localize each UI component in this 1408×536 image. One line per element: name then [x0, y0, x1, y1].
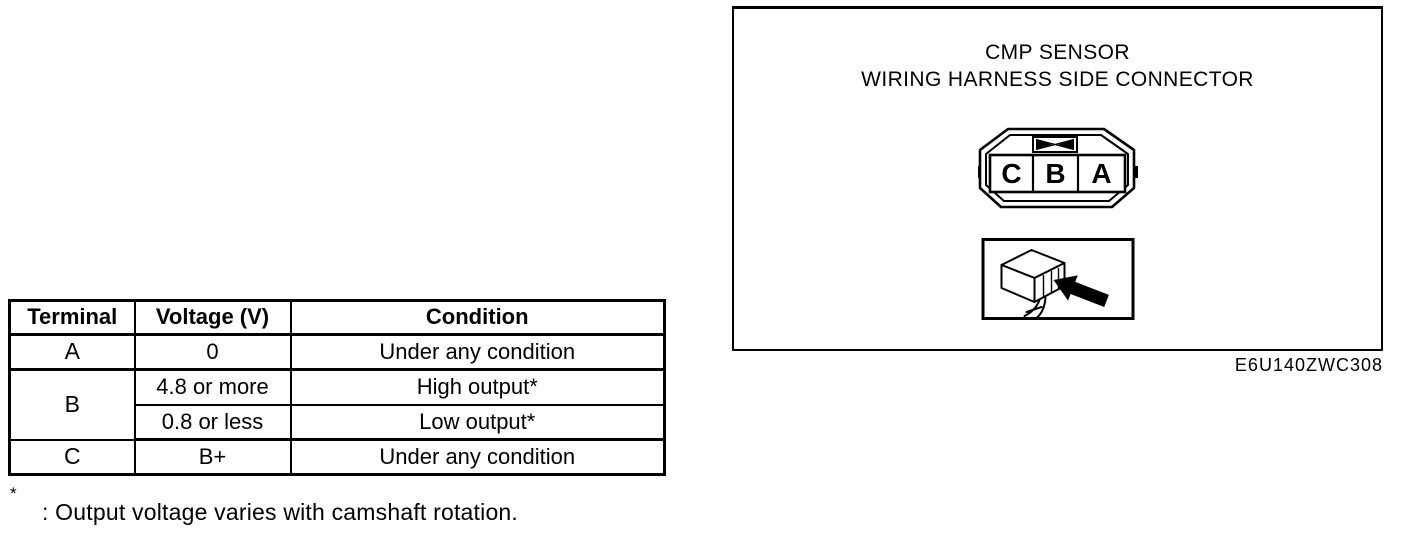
connector-front-view-icon: C B A: [977, 127, 1138, 209]
table-row-terminal-b-low: 0.8 or less Low output*: [10, 403, 666, 441]
cmp-sensor-diagram-panel: CMP SENSOR WIRING HARNESS SIDE CONNECTOR…: [732, 6, 1383, 351]
cell-condition-b-low: Low output*: [289, 403, 666, 441]
cell-voltage-b-low: 0.8 or less: [133, 403, 292, 441]
cell-condition-c: Under any condition: [289, 438, 666, 476]
diagram-title: CMP SENSOR WIRING HARNESS SIDE CONNECTOR: [734, 39, 1381, 93]
terminal-label-b: B: [1045, 158, 1065, 189]
footnote-marker: *: [10, 484, 17, 503]
plug-wires-icon: [1023, 297, 1046, 319]
terminal-voltage-table: Terminal Voltage (V) Condition A 0 Under…: [8, 299, 666, 476]
table-row-terminal-a: A 0 Under any condition: [8, 333, 666, 371]
insertion-arrow-icon: [1053, 275, 1109, 307]
table-header-row: Terminal Voltage (V) Condition: [8, 299, 666, 336]
connector-housing-inner-outline: [984, 134, 1129, 202]
connector-side-tab-right-icon: [1134, 166, 1138, 178]
diagram-title-line2: WIRING HARNESS SIDE CONNECTOR: [861, 68, 1254, 91]
col-header-condition: Condition: [289, 299, 666, 336]
cell-condition-a: Under any condition: [289, 333, 666, 371]
cell-condition-b-high: High output*: [289, 368, 666, 406]
connector-latch-icon: [1031, 136, 1078, 153]
col-header-voltage: Voltage (V): [133, 299, 292, 336]
cell-voltage-b-high: 4.8 or more: [133, 368, 292, 406]
terminal-row-outline: [988, 153, 1126, 194]
cell-terminal-c: C: [8, 438, 136, 476]
cell-terminal-a: A: [8, 333, 136, 371]
col-header-terminal: Terminal: [8, 299, 136, 336]
terminal-label-c: C: [1001, 158, 1021, 189]
terminal-label-a: A: [1091, 158, 1111, 189]
sensor-plug-icon: [981, 238, 1134, 320]
figure-code: E6U140ZWC308: [1234, 355, 1383, 375]
cell-voltage-c: B+: [133, 438, 292, 476]
diagram-title-line1: CMP SENSOR: [985, 41, 1130, 64]
plug-body-icon: [1000, 249, 1065, 303]
table-row-terminal-c: C B+ Under any condition: [8, 438, 666, 476]
cell-voltage-a: 0: [133, 333, 292, 371]
cell-terminal-b: B: [8, 368, 136, 441]
footnote-text: : Output voltage varies with camshaft ro…: [42, 499, 519, 525]
table-row-terminal-b-high: B 4.8 or more High output*: [8, 368, 666, 441]
